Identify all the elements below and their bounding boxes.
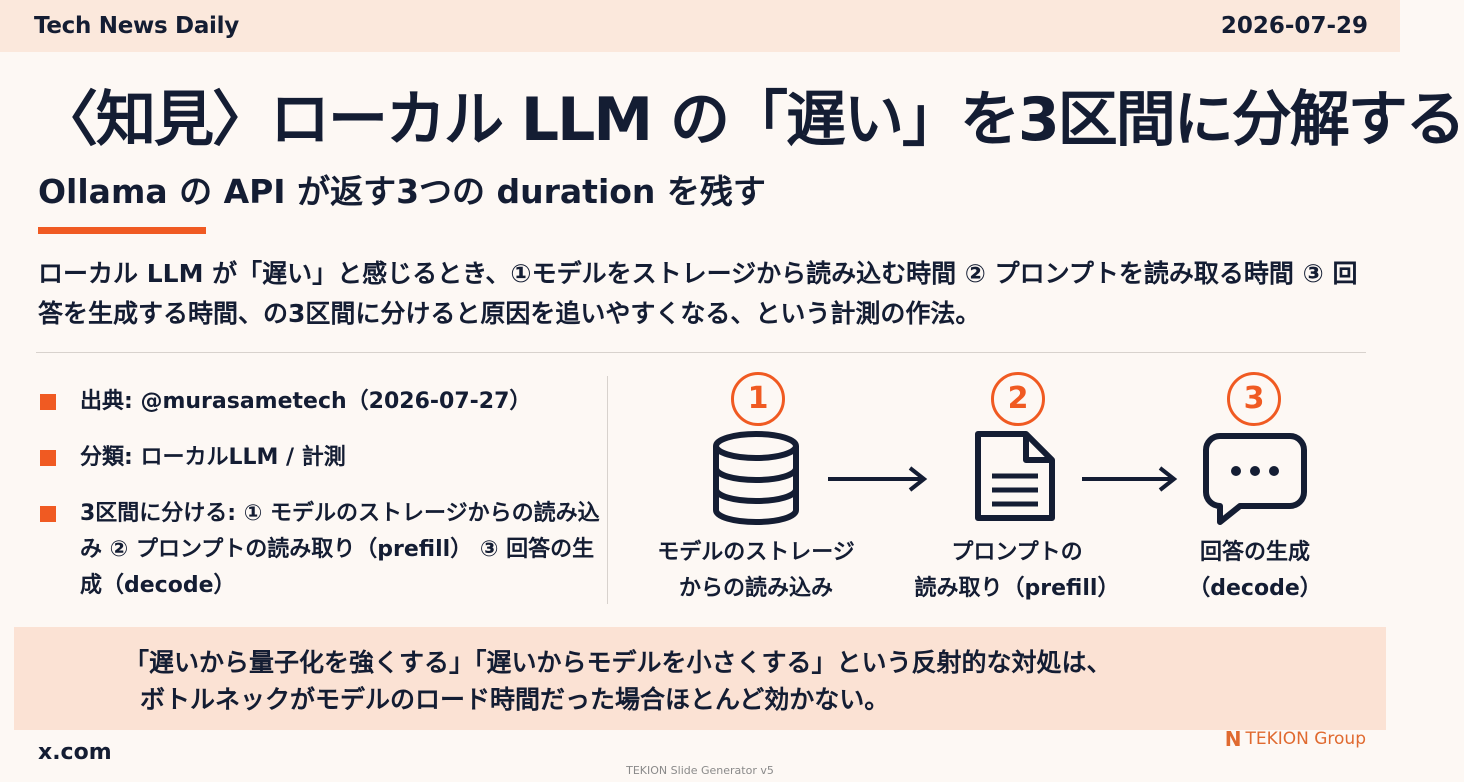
column-separator (607, 376, 608, 604)
step-label-3: 回答の生成 （decode） (1135, 535, 1375, 607)
arrow-right-icon (1082, 466, 1178, 492)
callout-text: 「遅いから量子化を強くする」「遅いからモデルを小さくする」という反射的な対処は、… (124, 644, 1324, 718)
step-label-line: 読み取り（prefill） (914, 576, 1120, 601)
bullet-text: 3区間に分ける: ① モデルのストレージからの読み込み ② プロンプトの読み取り… (80, 501, 600, 598)
bullet-square-icon (40, 506, 56, 522)
logo-text: TEKION Group (1245, 729, 1366, 749)
accent-underline (38, 227, 206, 234)
brand-name: Tech News Daily (34, 13, 239, 39)
lead-paragraph: ローカル LLM が「遅い」と感じるとき、①モデルをストレージから読み込む時間 … (38, 259, 1358, 328)
source-link[interactable]: x.com (38, 740, 112, 765)
step-label-line: モデルのストレージ (657, 540, 855, 565)
bullet-list: 出典: @murasametech（2026-07-27） 分類: ローカルLL… (40, 384, 600, 624)
chat-bubble-icon (1203, 433, 1307, 525)
step-number-2: 2 (991, 372, 1045, 426)
callout-line: 「遅いから量子化を強くする」「遅いからモデルを小さくする」という反射的な対処は、 (124, 648, 1112, 677)
bullet-three-segments: 3区間に分ける: ① モデルのストレージからの読み込み ② プロンプトの読み取り… (40, 496, 600, 604)
bullet-square-icon (40, 394, 56, 410)
logo-mark-icon: N (1224, 727, 1242, 751)
footer-credit: TEKION Slide Generator v5 (626, 764, 774, 777)
company-logo: N TEKION Group (1225, 727, 1366, 751)
bullet-source: 出典: @murasametech（2026-07-27） (40, 384, 600, 420)
bullet-text: 分類: ローカルLLM / 計測 (80, 445, 346, 470)
bullet-text: 出典: @murasametech（2026-07-27） (80, 389, 532, 414)
bullet-square-icon (40, 450, 56, 466)
top-bar: Tech News Daily 2026-07-29 (0, 0, 1400, 52)
step-number-1: 1 (731, 372, 785, 426)
step-label-line: （decode） (1188, 576, 1322, 601)
callout-line: ボトルネックがモデルのロード時間だった場合ほとんど効かない。 (140, 685, 890, 714)
arrow-right-icon (828, 466, 928, 492)
bullet-category: 分類: ローカルLLM / 計測 (40, 440, 600, 476)
section-divider (36, 352, 1366, 353)
step-label-2: プロンプトの 読み取り（prefill） (897, 535, 1137, 607)
document-icon (975, 431, 1055, 521)
step-label-1: モデルのストレージ からの読み込み (636, 535, 876, 607)
step-number-3: 3 (1227, 372, 1281, 426)
step-label-line: からの読み込み (678, 576, 833, 601)
slide-subtitle: Ollama の API が返す3つの duration を残す (38, 172, 766, 211)
slide-title: 〈知見〉ローカル LLM の「遅い」を3区間に分解する (38, 85, 1464, 155)
step-label-line: 回答の生成 (1199, 540, 1310, 565)
step-label-line: プロンプトの (951, 540, 1083, 565)
database-icon (713, 431, 799, 525)
publish-date: 2026-07-29 (1220, 13, 1368, 39)
callout-box (14, 627, 1386, 730)
